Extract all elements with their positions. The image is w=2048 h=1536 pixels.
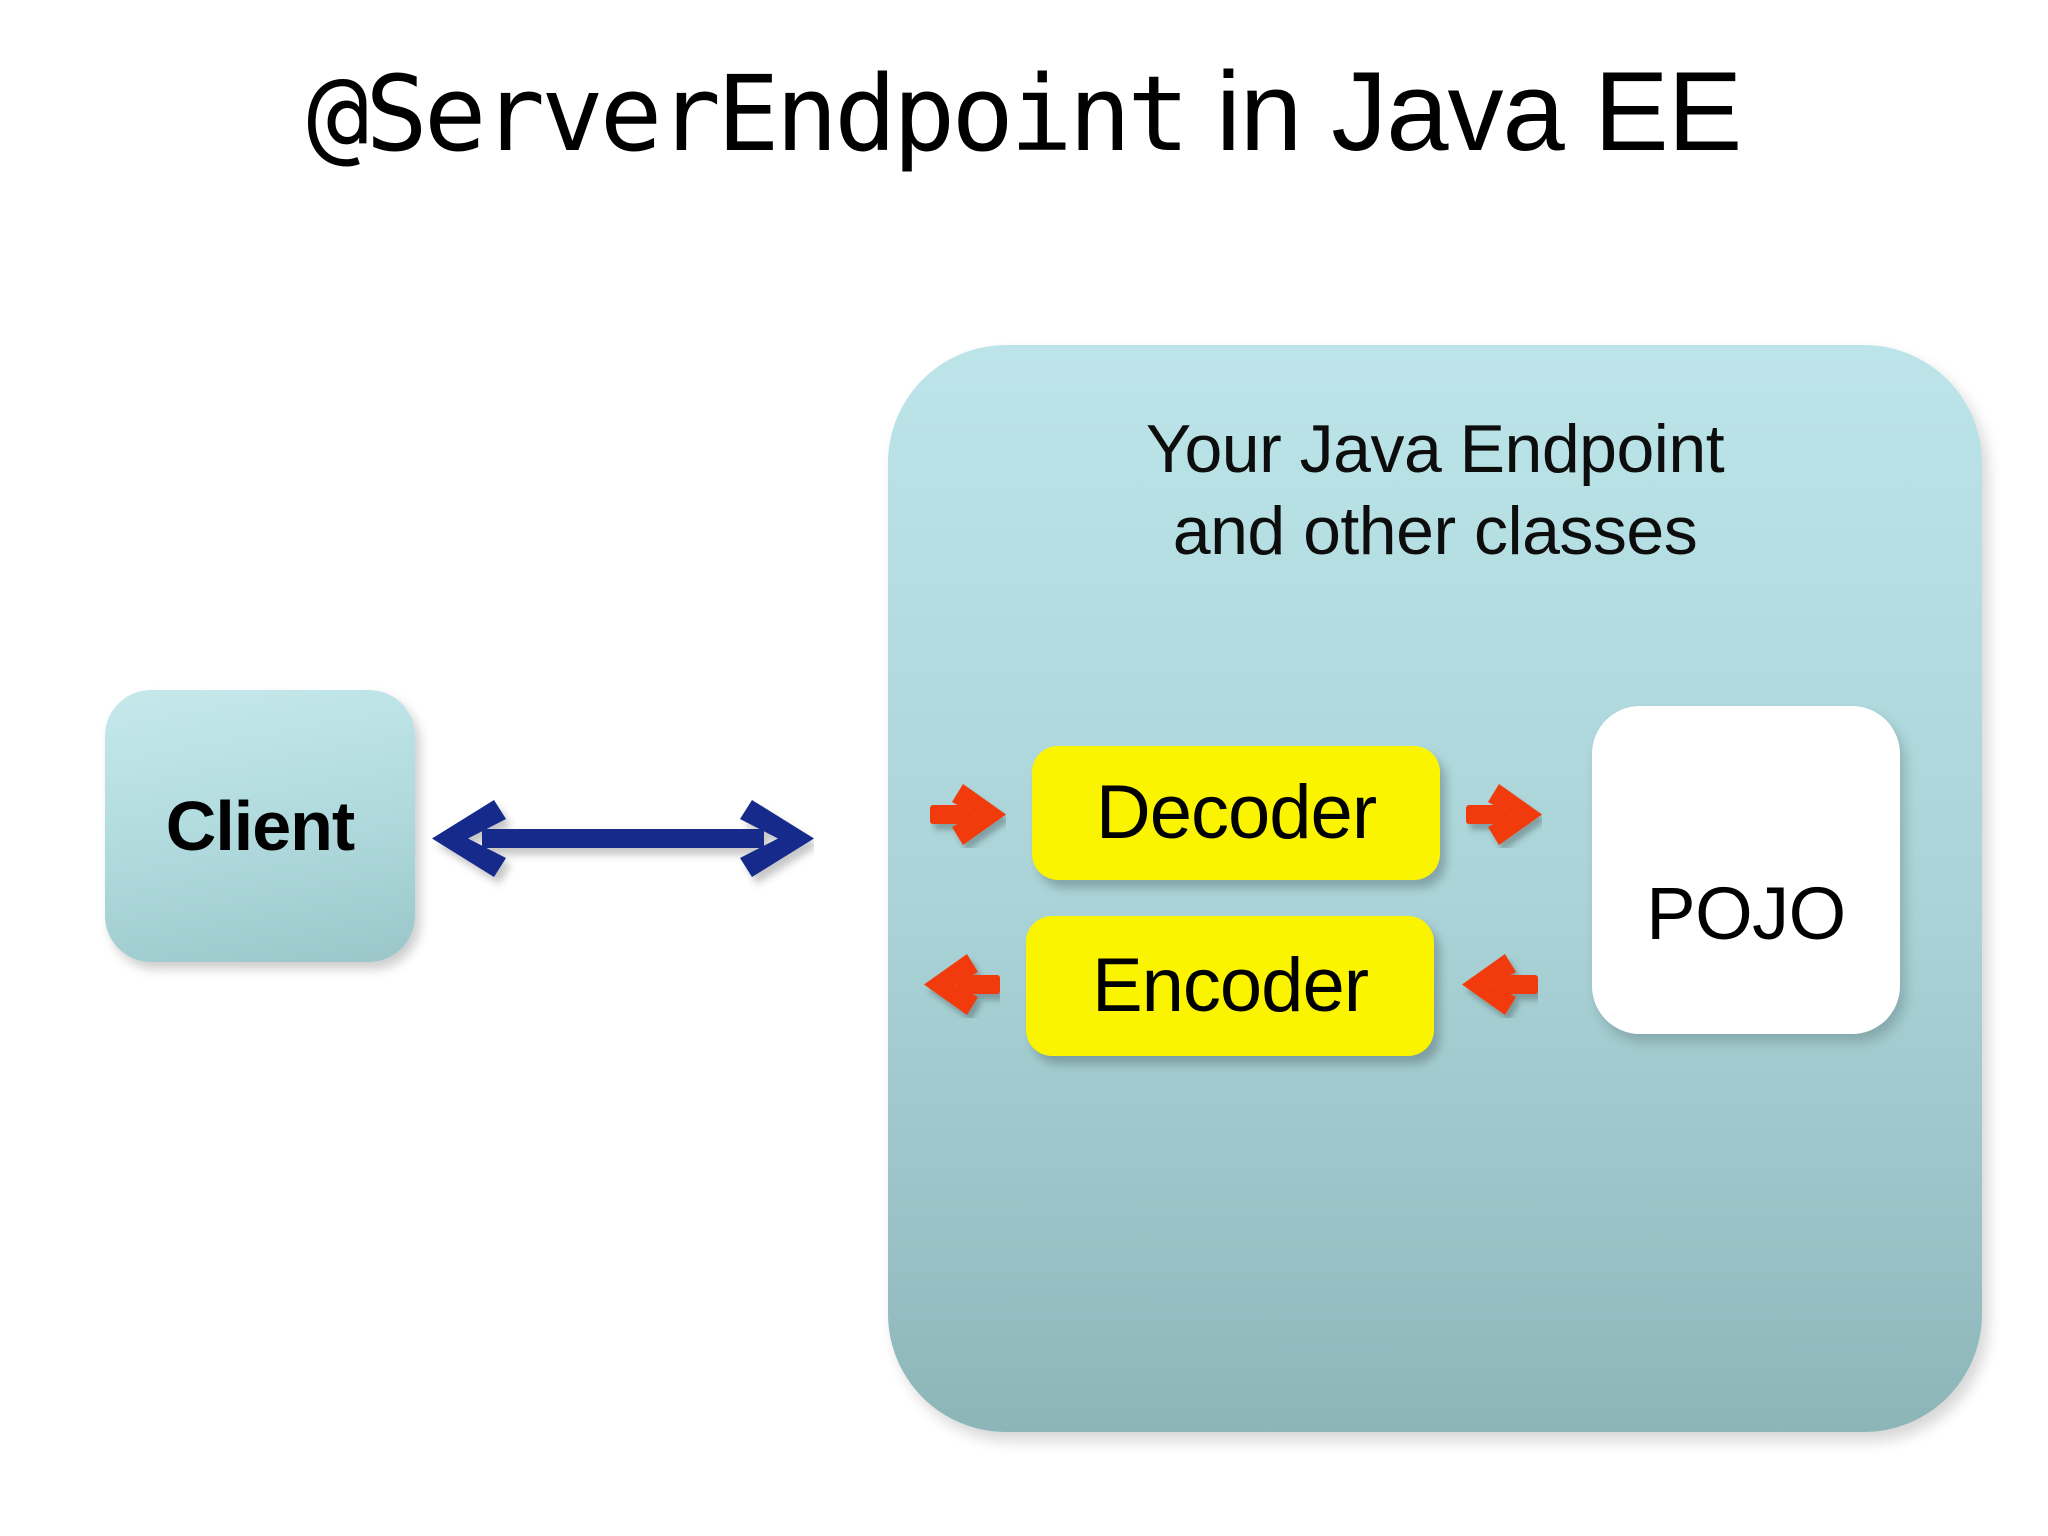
client-node: Client <box>105 690 415 962</box>
client-node-label: Client <box>165 787 355 865</box>
pojo-to-encoder-arrow-icon <box>1462 952 1538 1018</box>
server-endpoint-panel-caption-line1: Your Java Endpoint <box>1145 411 1725 487</box>
server-endpoint-panel-caption: Your Java Endpoint and other classes <box>888 408 1982 572</box>
client-server-bidirectional-arrow <box>432 786 814 892</box>
decoder-node: Decoder <box>1032 746 1440 880</box>
pojo-node: POJO <box>1592 706 1900 1034</box>
inbound-to-decoder-arrow-icon <box>930 782 1006 848</box>
page-title-rest: in Java EE <box>1185 49 1742 174</box>
decoder-node-label: Decoder <box>1095 770 1377 855</box>
server-endpoint-panel-caption-line2: and other classes <box>1172 493 1698 569</box>
page-title: @ServerEndpoint in Java EE <box>0 49 2048 175</box>
encoder-node-label: Encoder <box>1091 943 1369 1028</box>
page-title-annotation: @ServerEndpoint <box>306 53 1190 175</box>
pojo-node-label: POJO <box>1646 872 1846 955</box>
encoder-outbound-arrow-icon <box>924 952 1000 1018</box>
decoder-to-pojo-arrow-icon <box>1466 782 1542 848</box>
encoder-node: Encoder <box>1026 916 1434 1056</box>
